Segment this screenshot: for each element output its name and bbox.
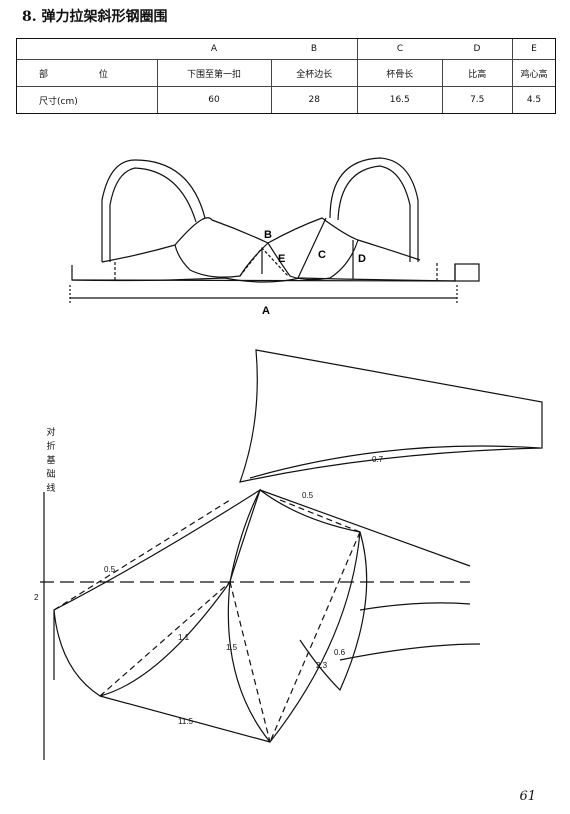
right-extension-2 bbox=[339, 643, 481, 661]
band-lower-edge bbox=[71, 279, 456, 282]
left-strap bbox=[101, 159, 206, 262]
top-slope-dashed bbox=[279, 499, 361, 533]
left-cup-upper bbox=[101, 244, 176, 263]
right-cup bbox=[267, 217, 359, 281]
measure-2: 2 bbox=[34, 593, 39, 602]
spec-part-a: 下围至第一扣 bbox=[156, 59, 271, 87]
bra-label-a: A bbox=[262, 305, 270, 317]
spec-part-c: 杯骨长 bbox=[357, 59, 442, 87]
center-chord-right bbox=[269, 531, 361, 743]
measure-1-1: 1.1 bbox=[178, 633, 190, 642]
spec-size-b: 28 bbox=[270, 86, 358, 114]
spec-size-e: 4.5 bbox=[512, 86, 556, 114]
page-number: 61 bbox=[519, 789, 536, 804]
spec-header-row: A B C D E bbox=[16, 38, 556, 60]
right-cup-upper bbox=[357, 239, 421, 261]
spec-col-b: B bbox=[271, 38, 358, 60]
spec-size-d: 7.5 bbox=[441, 86, 513, 114]
measure-0-6: 0.6 bbox=[334, 648, 346, 657]
bra-label-b: B bbox=[264, 229, 272, 241]
bra-label-d: D bbox=[358, 253, 366, 265]
spec-col-c: C bbox=[357, 38, 442, 60]
top-slope-line bbox=[259, 489, 471, 567]
measure-0-5-top: 0.5 bbox=[302, 491, 314, 500]
left-strap-inner bbox=[109, 167, 197, 262]
spec-part-label: 部 位 bbox=[16, 59, 157, 87]
measure-0-7: 0.7 bbox=[372, 455, 384, 464]
right-piece bbox=[299, 531, 368, 692]
spec-part-b: 全杯边长 bbox=[270, 59, 358, 87]
bra-label-e: E bbox=[278, 253, 285, 265]
wing-inner-curve bbox=[249, 445, 541, 479]
spec-header-blank bbox=[16, 38, 157, 60]
arrow-c bbox=[297, 217, 327, 279]
spec-table: A B C D E 部 位 下围至第一扣 全杯边长 杯骨长 比高 鸡心高 尺寸(… bbox=[16, 38, 556, 114]
spec-size-label: 尺寸(cm) bbox=[16, 86, 157, 114]
measure-0-5-left: 0.5 bbox=[104, 565, 116, 574]
center-chord-left bbox=[229, 581, 271, 743]
left-cup bbox=[174, 217, 270, 278]
spec-part-d: 比高 bbox=[441, 59, 513, 87]
hook-eye bbox=[454, 263, 480, 282]
spec-col-d: D bbox=[442, 38, 513, 60]
spec-size-a: 60 bbox=[156, 86, 271, 114]
right-strap bbox=[329, 157, 419, 262]
spec-size-c: 16.5 bbox=[357, 86, 442, 114]
left-cup-dashed bbox=[53, 499, 231, 611]
spec-part-e: 鸡心高 bbox=[512, 59, 556, 87]
right-extension bbox=[359, 602, 471, 611]
spec-col-a: A bbox=[157, 38, 271, 60]
spec-part-row: 部 位 下围至第一扣 全杯边长 杯骨长 比高 鸡心高 bbox=[16, 59, 556, 87]
section-title: 8. 弹力拉架斜形钢圈围 bbox=[22, 9, 168, 25]
measure-2-3: 2.3 bbox=[316, 661, 328, 670]
center-piece bbox=[227, 489, 361, 743]
left-cup-bottom bbox=[99, 695, 271, 743]
spec-size-row: 尺寸(cm) 60 28 16.5 7.5 4.5 bbox=[16, 86, 556, 114]
measure-11-5: 11.5 bbox=[178, 717, 194, 726]
wing-piece bbox=[239, 349, 543, 483]
spec-col-e: E bbox=[512, 38, 556, 60]
left-cup-chord bbox=[99, 581, 231, 697]
measure-1-5: 1.5 bbox=[226, 643, 238, 652]
bra-label-c: C bbox=[318, 249, 326, 261]
fold-line-label: 对折基础线 bbox=[46, 428, 56, 494]
right-strap-inner bbox=[337, 165, 411, 262]
bra-illustration: A B C D E bbox=[69, 157, 480, 317]
